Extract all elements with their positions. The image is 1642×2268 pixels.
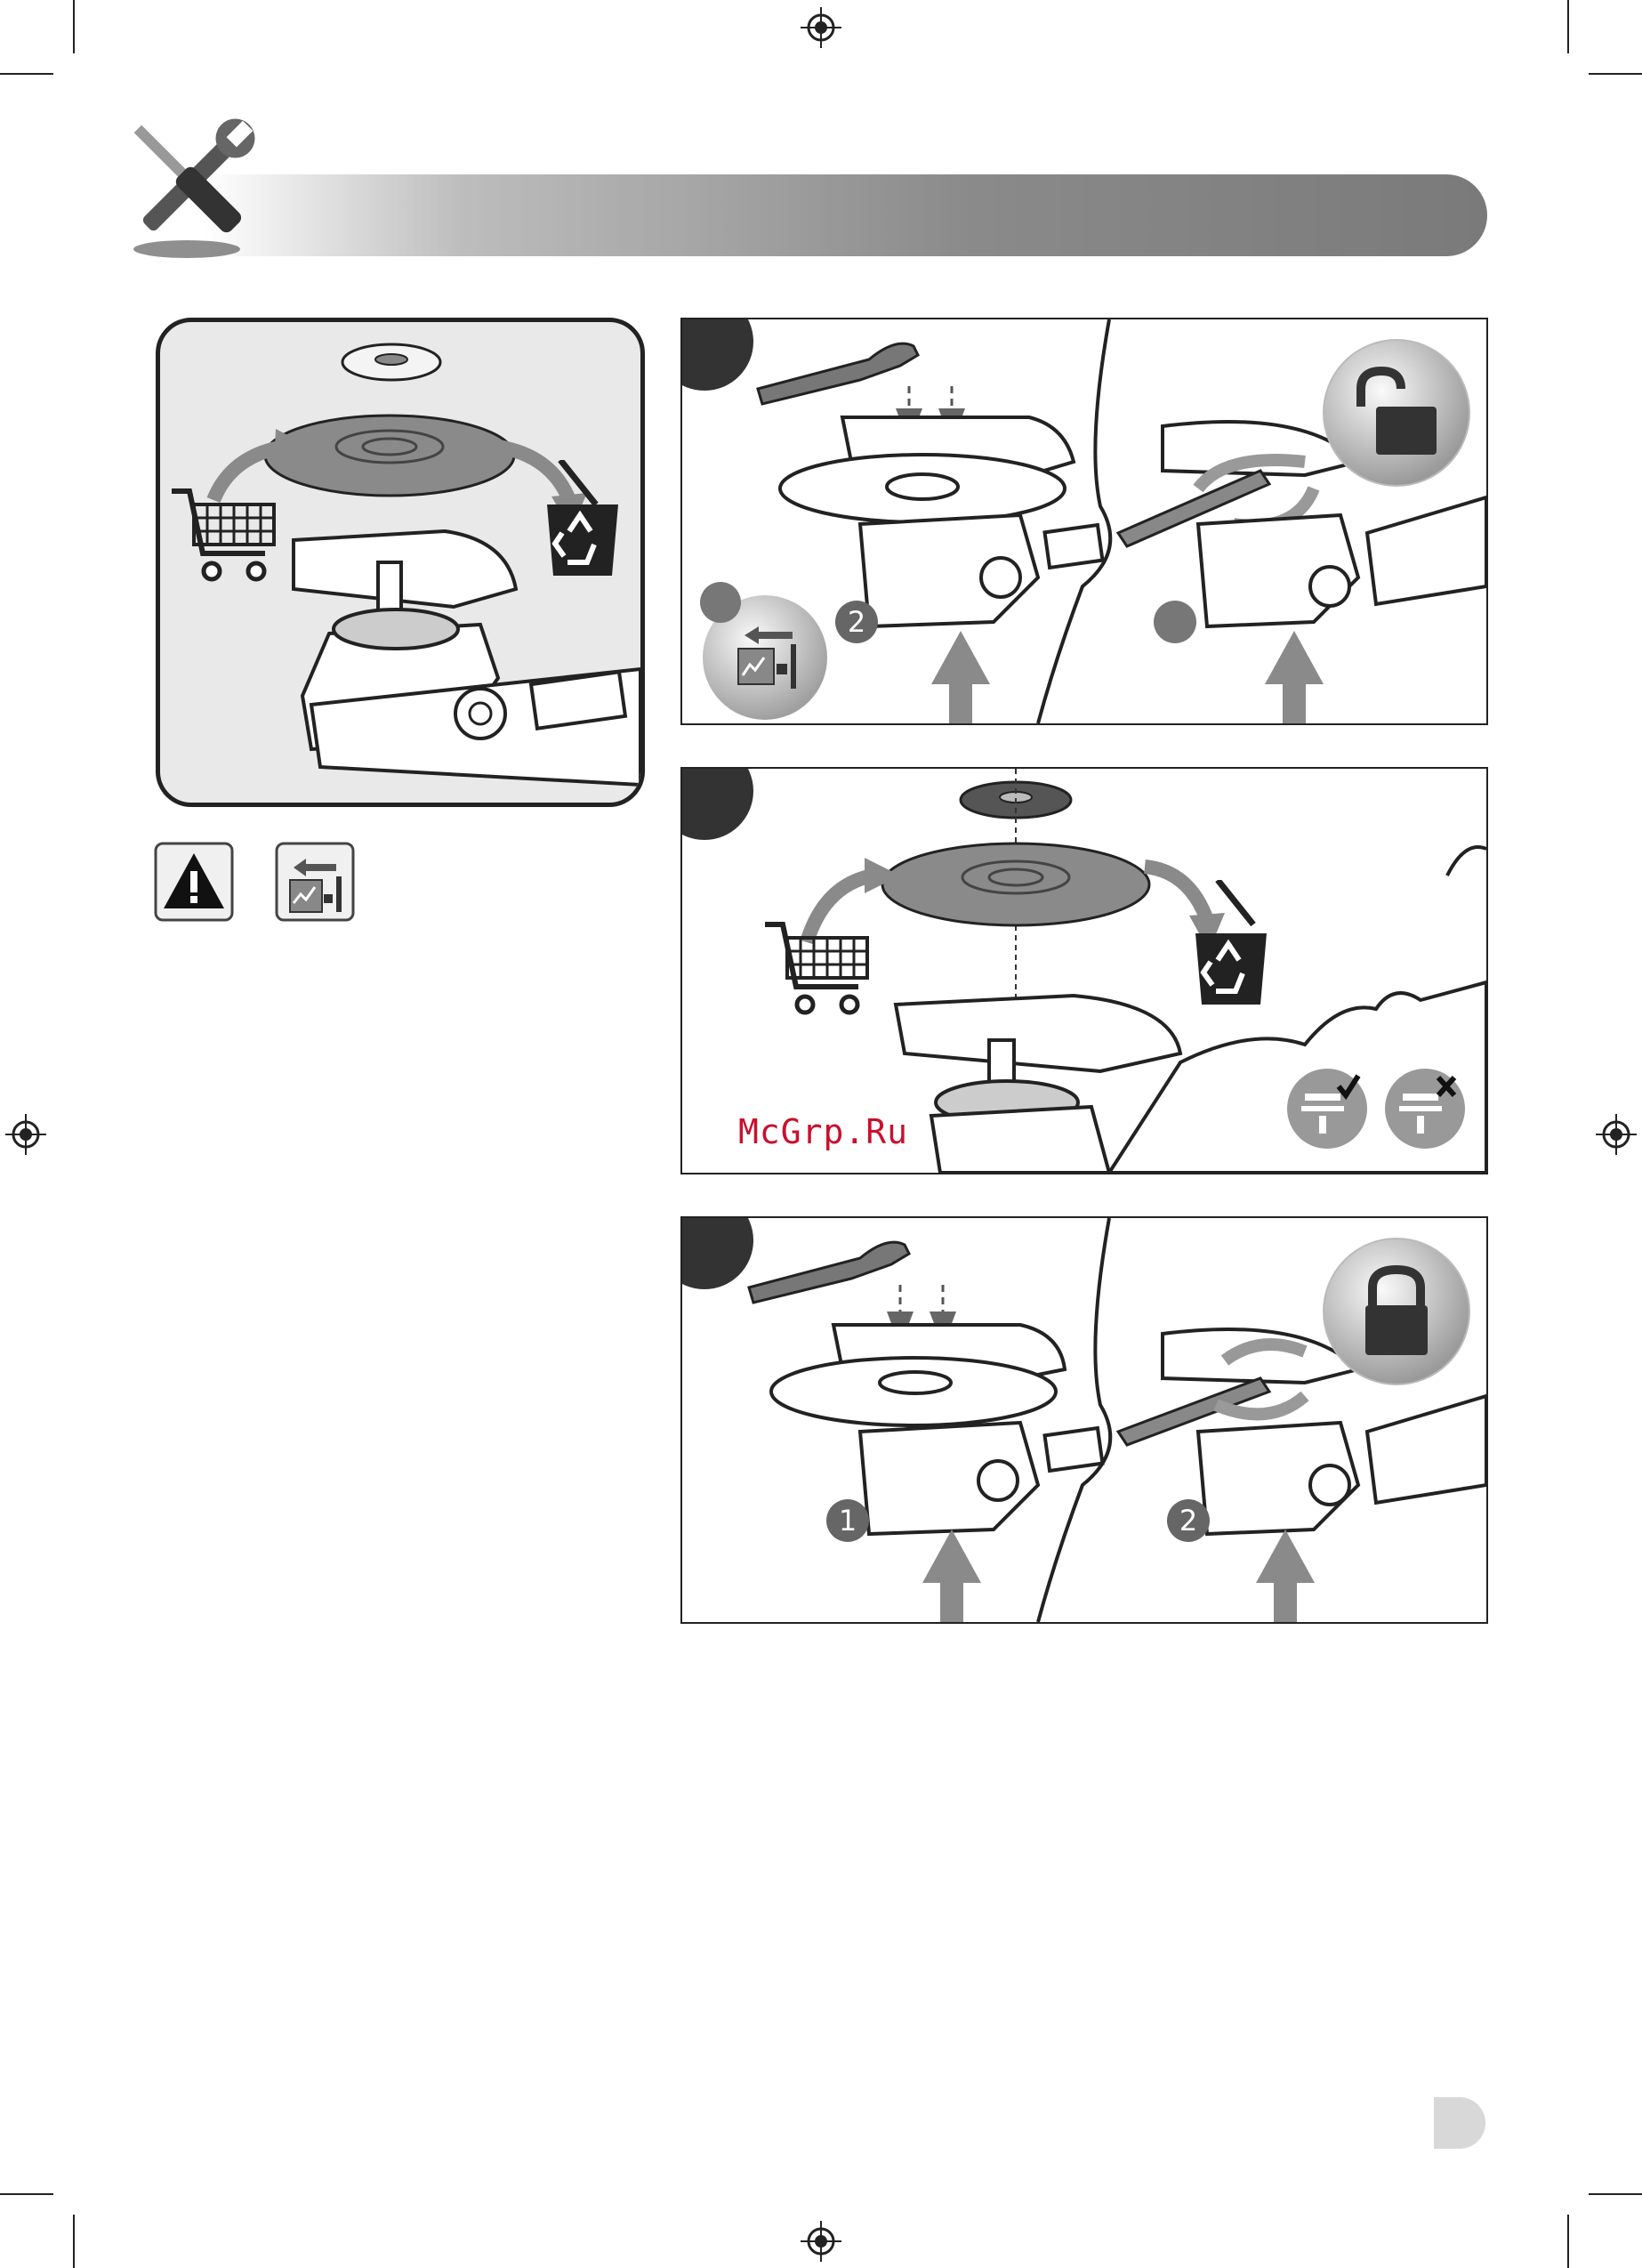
step-number-badge: 1	[826, 1499, 869, 1542]
warning-icon	[153, 841, 235, 923]
page-number-tab	[1434, 2097, 1485, 2149]
step-number-badge: 2	[835, 601, 878, 643]
correct-mounting-icon	[1285, 1067, 1370, 1151]
step-panel-refit: 1 2	[680, 1216, 1488, 1624]
crop-mark	[73, 2215, 75, 2268]
step-marker-small	[1154, 601, 1196, 643]
step-panel-remove: 2	[680, 318, 1488, 725]
step-marker-small	[700, 582, 741, 623]
crop-mark	[0, 2193, 53, 2195]
crop-mark	[0, 73, 53, 75]
manual-icon	[274, 841, 356, 923]
overview-panel	[156, 318, 645, 807]
crop-mark	[1589, 73, 1642, 75]
crop-mark	[1567, 2215, 1569, 2268]
registration-mark-icon	[799, 2219, 843, 2264]
incorrect-mounting-icon	[1383, 1067, 1468, 1151]
tools-icon	[111, 102, 271, 262]
registration-mark-icon	[1594, 1112, 1638, 1157]
lock-open-icon	[1321, 337, 1472, 488]
shopping-cart-icon	[761, 916, 876, 1022]
shopping-cart-icon	[167, 482, 283, 589]
crop-mark	[73, 0, 75, 53]
crop-mark	[1567, 0, 1569, 53]
crop-mark	[1589, 2193, 1642, 2195]
recycle-bin-icon	[1191, 880, 1271, 1013]
header-bar	[205, 174, 1487, 256]
registration-mark-icon	[4, 1112, 48, 1157]
watermark-text: McGrp.Ru	[738, 1112, 908, 1151]
recycle-bin-icon	[543, 460, 623, 585]
lock-closed-icon	[1321, 1236, 1472, 1387]
step-number-badge: 2	[1167, 1499, 1210, 1542]
registration-mark-icon	[799, 5, 843, 50]
